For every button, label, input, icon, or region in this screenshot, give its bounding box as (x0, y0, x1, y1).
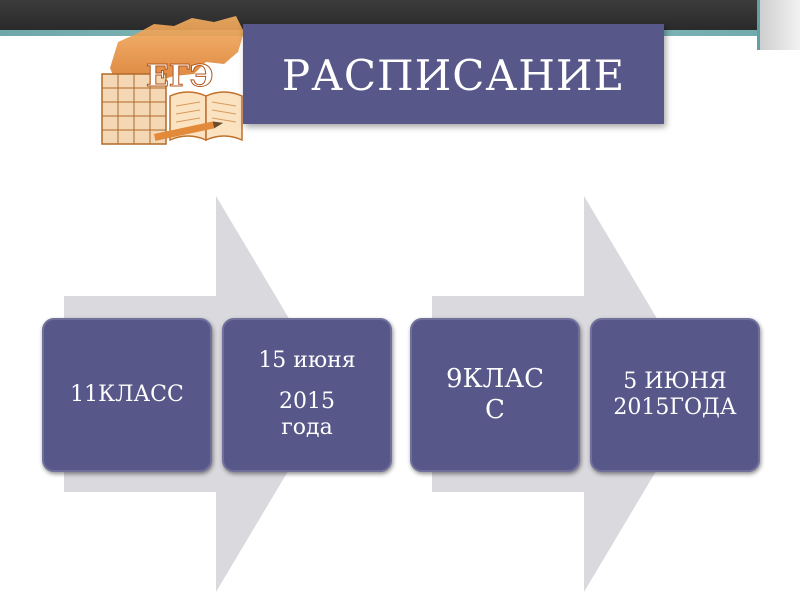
card-text: 2015ГОДА (613, 395, 737, 420)
card-text: 15 июня (258, 348, 356, 374)
card-text: 5 ИЮНЯ (623, 368, 727, 394)
card-9-class-date: 5 ИЮНЯ 2015ГОДА (590, 318, 760, 472)
ege-logo: ЕГЭ (101, 16, 244, 145)
logo-letters: ЕГЭ (146, 59, 213, 94)
card-9-class: 9КЛАС С (410, 318, 580, 472)
card-text: 11КЛАСС (70, 381, 184, 407)
card-11-class-date: 15 июня 2015 года (222, 318, 392, 472)
page-title: РАСПИСАНИЕ (281, 51, 626, 100)
card-text: С (485, 395, 505, 425)
corner-decoration (757, 0, 800, 50)
card-11-class: 11КЛАСС (42, 318, 212, 472)
card-text: 2015 (279, 388, 335, 414)
title-box: РАСПИСАНИЕ (243, 24, 664, 124)
card-text: года (281, 415, 333, 441)
card-text: 9КЛАС (446, 363, 544, 394)
